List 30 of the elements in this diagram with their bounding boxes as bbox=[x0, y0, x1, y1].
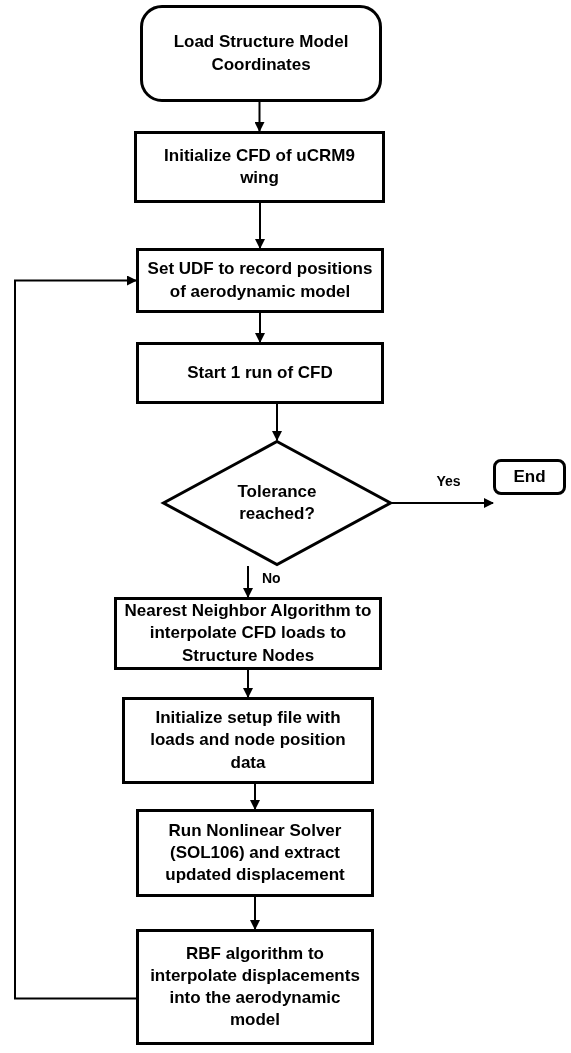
node-text: Start 1 run of CFD bbox=[186, 361, 334, 384]
node-text: RBF algorithm to interpolate displacements into the aerodynamic model bbox=[149, 942, 361, 1032]
edge-label: Yes bbox=[434, 473, 463, 489]
node-text: Initialize setup file with loads and node position data bbox=[149, 707, 347, 774]
start-terminal bbox=[140, 5, 382, 102]
arrow bbox=[391, 498, 494, 508]
process-box bbox=[136, 248, 384, 313]
process-box bbox=[134, 131, 385, 203]
node-text: Set UDF to record positions of aerodynamic model bbox=[146, 258, 374, 303]
process-box bbox=[136, 809, 374, 897]
node-text: Nearest Neighbor Algorithm to interpolate CFD loads to Structure Nodes bbox=[123, 600, 373, 667]
arrow bbox=[255, 312, 265, 343]
arrow bbox=[243, 669, 253, 698]
arrow bbox=[14, 275, 137, 1000]
node-text: Load Structure Model Coordinates bbox=[172, 31, 350, 76]
arrow bbox=[250, 783, 260, 810]
process-box bbox=[122, 697, 374, 784]
node-text: Tolerance reached? bbox=[236, 480, 318, 525]
arrow bbox=[255, 202, 265, 249]
edge-label: No bbox=[260, 570, 283, 586]
node-text: Run Nonlinear Solver (SOL106) and extract updated displacement bbox=[164, 819, 346, 887]
process-box bbox=[136, 929, 374, 1045]
arrow bbox=[243, 565, 253, 598]
end-terminal bbox=[493, 459, 566, 495]
arrow bbox=[250, 896, 260, 930]
arrow bbox=[254, 101, 265, 132]
node-text: Initialize CFD of uCRM9 wing bbox=[163, 144, 356, 189]
arrow bbox=[272, 403, 282, 441]
process-box bbox=[136, 342, 384, 404]
node-text: End bbox=[512, 465, 547, 488]
